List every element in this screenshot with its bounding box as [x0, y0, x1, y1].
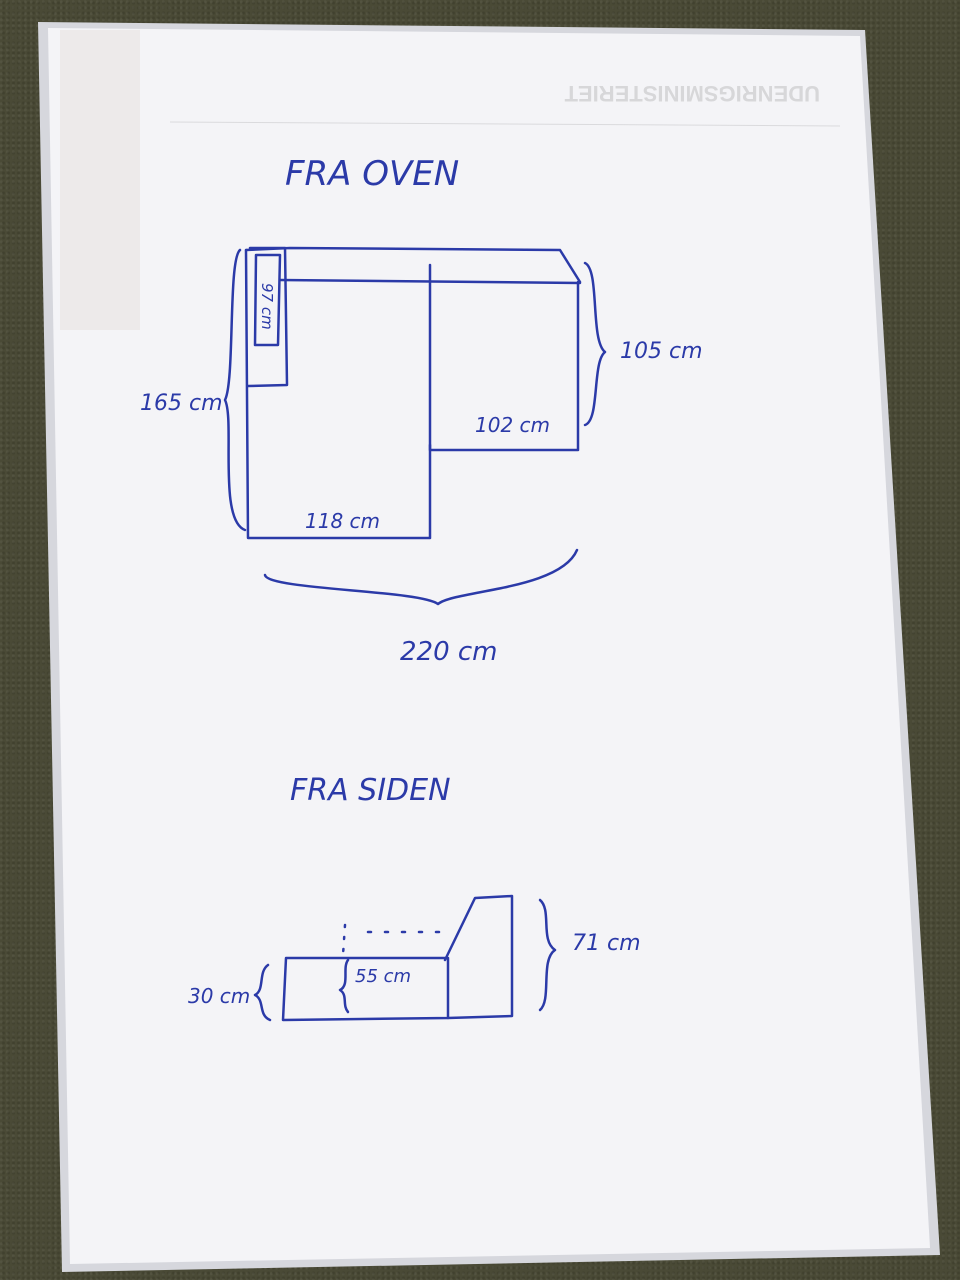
top-view-drawing [223, 246, 607, 606]
label-back-height: 71 cm [572, 931, 641, 956]
label-right-height: 105 cm [620, 339, 703, 364]
label-total-width: 220 cm [400, 637, 498, 667]
label-seat-height: 30 cm [188, 984, 250, 1008]
side-view-drawing [253, 894, 557, 1022]
top-view-title: FRA OVEN [285, 154, 459, 194]
label-seat-depth: 55 cm [355, 966, 411, 987]
label-left-bottom-width: 118 cm [305, 509, 380, 533]
label-armrest: 97 cm [258, 283, 276, 330]
letterhead-text: UDENRIGSMINISTERIET [564, 81, 820, 106]
side-view-title: FRA SIDEN [290, 773, 451, 808]
label-right-bottom-width: 102 cm [475, 413, 550, 437]
label-left-height: 165 cm [140, 391, 223, 416]
letterhead: UDENRIGSMINISTERIET [169, 81, 841, 127]
paper-sheet [38, 22, 940, 1272]
